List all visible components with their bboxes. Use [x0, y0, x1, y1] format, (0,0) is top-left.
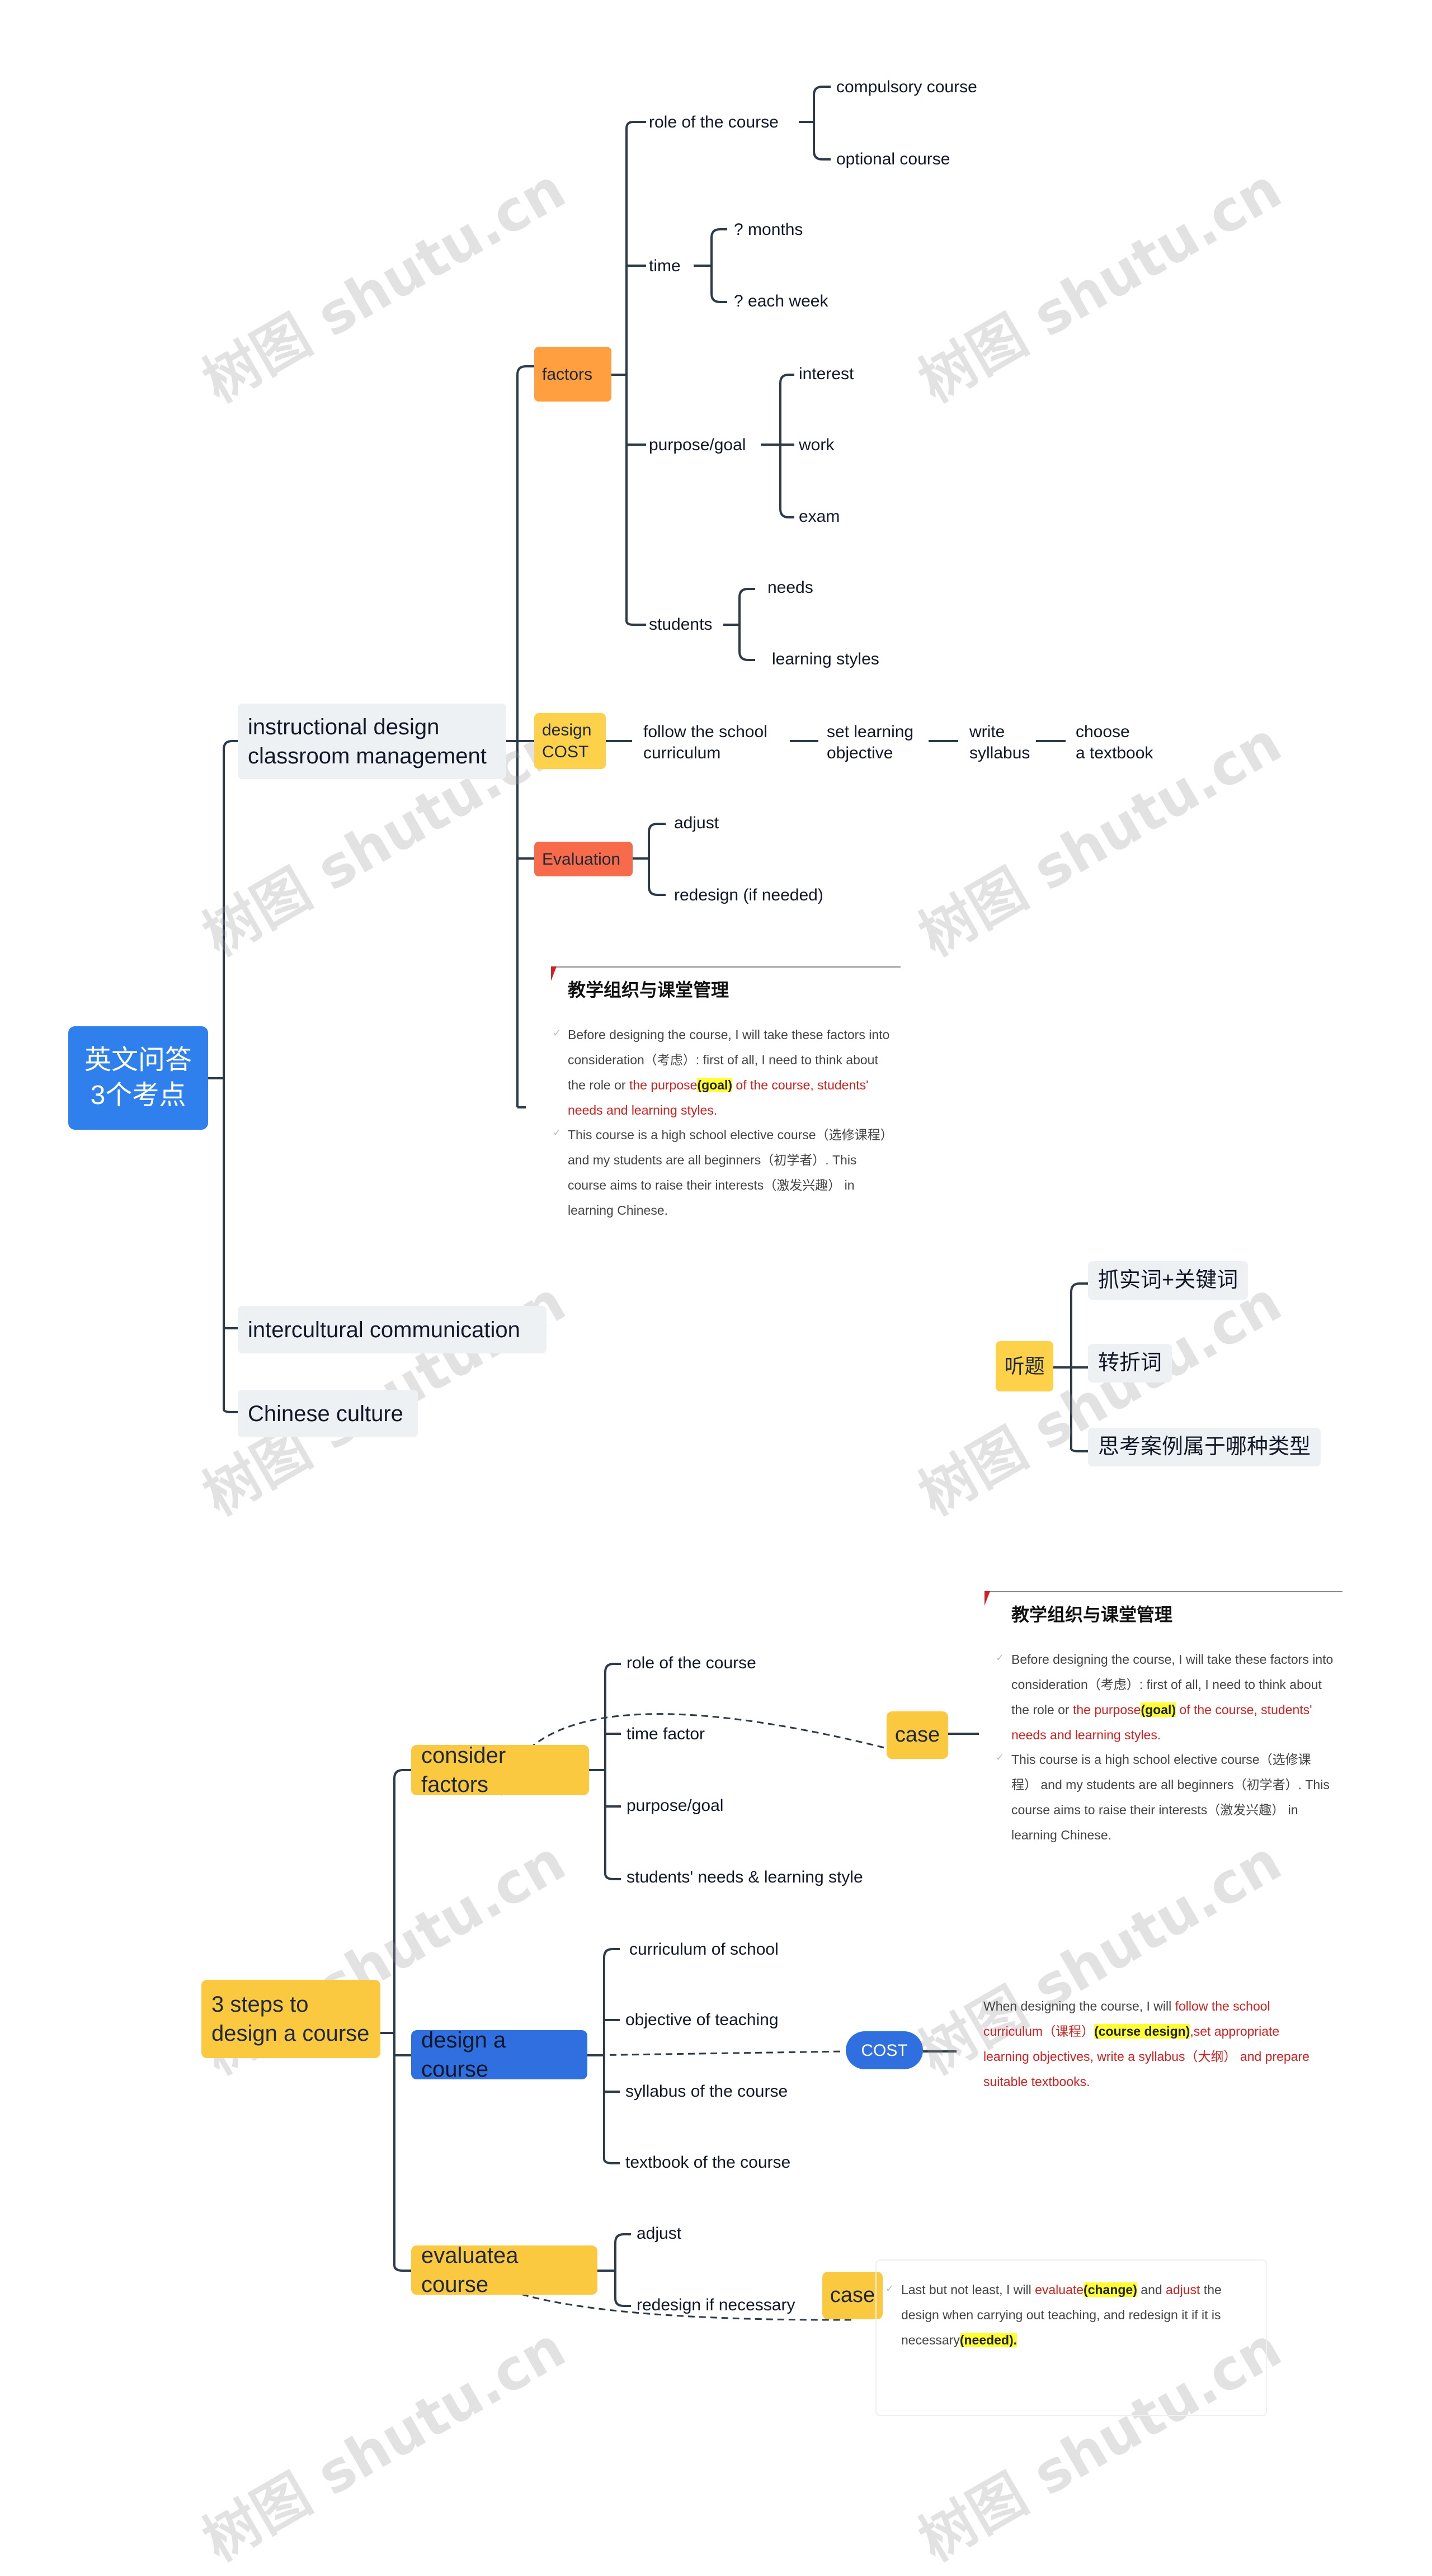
evaluation-adjust[interactable]: adjust	[674, 814, 719, 832]
case-bubble-2[interactable]: case	[822, 2272, 883, 2319]
note-card-2: 教学组织与课堂管理 ✓ Before designing the course,…	[984, 1589, 1342, 1850]
factor-time[interactable]: time	[649, 257, 681, 275]
check-icon: ✓	[996, 1752, 1005, 1763]
consider-students[interactable]: students' needs & learning style	[626, 1868, 863, 1886]
branch-intercultural-communication[interactable]: intercultural communication	[238, 1306, 547, 1353]
listening-transition-words[interactable]: 转折词	[1088, 1344, 1172, 1383]
check-icon: ✓	[996, 1652, 1005, 1663]
consider-factors-node[interactable]: consider factors	[411, 1743, 589, 1797]
note-title: 教学组织与课堂管理	[1011, 1605, 1173, 1625]
branch-instructional-design[interactable]: instructional design classroom managemen…	[238, 704, 506, 779]
note-card-4: ✓ Last but not least, I will evaluate(ch…	[875, 2259, 1267, 2416]
steps-root-node[interactable]: 3 steps to design a course	[201, 1980, 380, 2058]
listening-node[interactable]: 听题	[996, 1341, 1053, 1391]
purpose-interest[interactable]: interest	[799, 365, 854, 383]
branch-chinese-culture[interactable]: Chinese culture	[238, 1390, 418, 1437]
factor-role[interactable]: role of the course	[649, 113, 779, 131]
factor-purpose[interactable]: purpose/goal	[649, 436, 746, 454]
design-cost-node[interactable]: design COST	[534, 713, 606, 769]
check-icon: ✓	[553, 1127, 562, 1138]
note-evaluate-paragraph: Last but not least, I will evaluate(chan…	[901, 2282, 1222, 2347]
note-paragraph-1: Before designing the course, I will take…	[568, 1027, 890, 1117]
role-compulsory[interactable]: compulsory course	[836, 78, 977, 96]
mindmap-canvas: 树图 shutu.cn 树图 shutu.cn 树图 shutu.cn 树图 s…	[68, 78, 1342, 2574]
evaluate-course-node[interactable]: evaluatea course	[411, 2243, 597, 2297]
time-each-week[interactable]: ? each week	[734, 292, 828, 310]
design-syllabus[interactable]: syllabus of the course	[625, 2082, 788, 2101]
evaluation-redesign[interactable]: redesign (if needed)	[674, 886, 823, 904]
check-icon: ✓	[553, 1027, 562, 1039]
design-textbook[interactable]: textbook of the course	[625, 2153, 791, 2172]
consider-purpose[interactable]: purpose/goal	[626, 1796, 724, 1815]
students-learning-styles[interactable]: learning styles	[772, 650, 879, 668]
listening-case-type[interactable]: 思考案例属于哪种类型	[1088, 1428, 1321, 1467]
role-optional[interactable]: optional course	[836, 150, 950, 168]
evaluation-node[interactable]: Evaluation	[534, 842, 633, 876]
cost-bubble[interactable]: COST	[846, 2031, 923, 2069]
note-card-1: 教学组织与课堂管理 ✓ Before designing the course,…	[551, 965, 901, 1225]
note-paragraph-2: This course is a high school elective co…	[568, 1127, 893, 1218]
note-divider	[551, 966, 901, 968]
note-flag-icon	[984, 1591, 990, 1606]
design-step-follow-curriculum[interactable]: follow the school curriculum	[643, 723, 767, 762]
consider-role[interactable]: role of the course	[626, 1654, 756, 1672]
listening-keywords[interactable]: 抓实词+关键词	[1088, 1261, 1249, 1300]
design-curriculum[interactable]: curriculum of school	[629, 1940, 779, 1959]
time-months[interactable]: ? months	[734, 220, 803, 239]
evaluate-redesign[interactable]: redesign if necessary	[637, 2296, 795, 2314]
evaluate-adjust[interactable]: adjust	[637, 2224, 682, 2243]
students-needs[interactable]: needs	[767, 578, 813, 597]
check-icon: ✓	[885, 2283, 894, 2294]
note-title: 教学组织与课堂管理	[568, 980, 729, 1000]
design-course-node[interactable]: design a course	[411, 2028, 587, 2082]
purpose-work[interactable]: work	[799, 436, 835, 454]
design-step-choose-textbook[interactable]: choose a textbook	[1076, 723, 1153, 762]
consider-time[interactable]: time factor	[626, 1725, 705, 1743]
note-paragraph-2: This course is a high school elective co…	[1011, 1752, 1330, 1842]
note-cost-paragraph: When designing the course, I will follow…	[983, 1999, 1309, 2089]
design-step-set-objective[interactable]: set learning objective	[827, 723, 914, 762]
design-objective[interactable]: objective of teaching	[625, 2011, 779, 2029]
design-step-write-syllabus[interactable]: write syllabus	[969, 723, 1030, 762]
note-paragraph-1: Before designing the course, I will take…	[1011, 1652, 1334, 1742]
case-bubble-1[interactable]: case	[887, 1711, 948, 1759]
connector-lines	[208, 86, 1088, 2321]
purpose-exam[interactable]: exam	[799, 507, 840, 526]
root-node[interactable]: 英文问答 3个考点	[68, 1026, 208, 1130]
factor-students[interactable]: students	[649, 615, 713, 634]
factors-node[interactable]: factors	[534, 347, 611, 402]
note-flag-icon	[551, 966, 557, 981]
note-divider	[984, 1591, 1342, 1592]
